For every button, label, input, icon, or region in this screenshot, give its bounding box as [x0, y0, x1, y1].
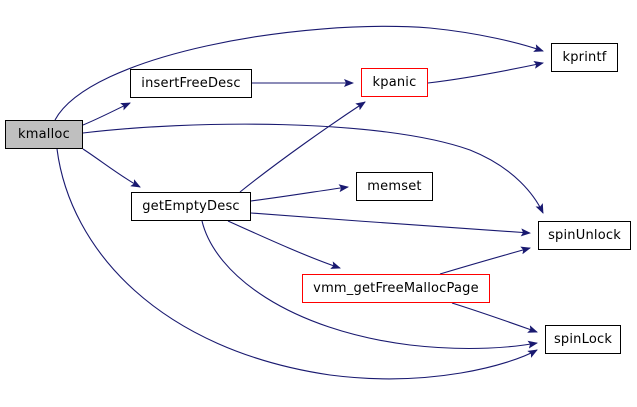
node-kpanic[interactable]: kpanic: [361, 68, 428, 97]
node-vmm-getfreemallocpage[interactable]: vmm_getFreeMallocPage: [302, 274, 490, 303]
node-memset[interactable]: memset: [356, 172, 433, 201]
node-vmm-getfreemallocpage-label: vmm_getFreeMallocPage: [313, 281, 479, 296]
node-kprintf-label: kprintf: [562, 50, 607, 65]
edge-kpanic-kprintf: [427, 60, 544, 84]
edge-vmm-getfreemallocpage-spinunlock: [439, 246, 531, 275]
edge-kmalloc-getemptydesc: [82, 148, 141, 188]
edge-getemptydesc-spinunlock: [250, 212, 531, 237]
node-kmalloc[interactable]: kmalloc: [5, 120, 83, 149]
node-spinlock-label: spinLock: [553, 332, 613, 347]
edge-getemptydesc-kpanic: [239, 101, 366, 193]
edge-getemptydesc-memset: [250, 184, 349, 202]
edge-kmalloc-kprintf: [54, 25, 544, 121]
node-getemptydesc[interactable]: getEmptyDesc: [131, 192, 251, 221]
node-spinunlock[interactable]: spinUnlock: [538, 221, 631, 250]
edge-vmm-getfreemallocpage-spinlock: [451, 302, 538, 333]
edge-getemptydesc-vmm-getfreemallocpage: [227, 220, 341, 269]
edge-kmalloc-spinlock: [56, 148, 538, 380]
node-spinunlock-label: spinUnlock: [548, 228, 621, 243]
node-spinlock[interactable]: spinLock: [545, 325, 621, 354]
node-kpanic-label: kpanic: [372, 75, 417, 90]
node-kmalloc-label: kmalloc: [18, 127, 70, 142]
edge-getemptydesc-spinlock: [201, 220, 538, 350]
node-insertfreedesc-label: insertFreeDesc: [141, 76, 241, 91]
edge-kmalloc-spinunlock: [82, 123, 544, 214]
node-kprintf[interactable]: kprintf: [551, 43, 618, 72]
node-memset-label: memset: [367, 179, 422, 194]
edge-kmalloc-insertfreedesc: [82, 102, 131, 126]
node-getemptydesc-label: getEmptyDesc: [142, 199, 240, 214]
node-insertfreedesc[interactable]: insertFreeDesc: [130, 69, 252, 98]
